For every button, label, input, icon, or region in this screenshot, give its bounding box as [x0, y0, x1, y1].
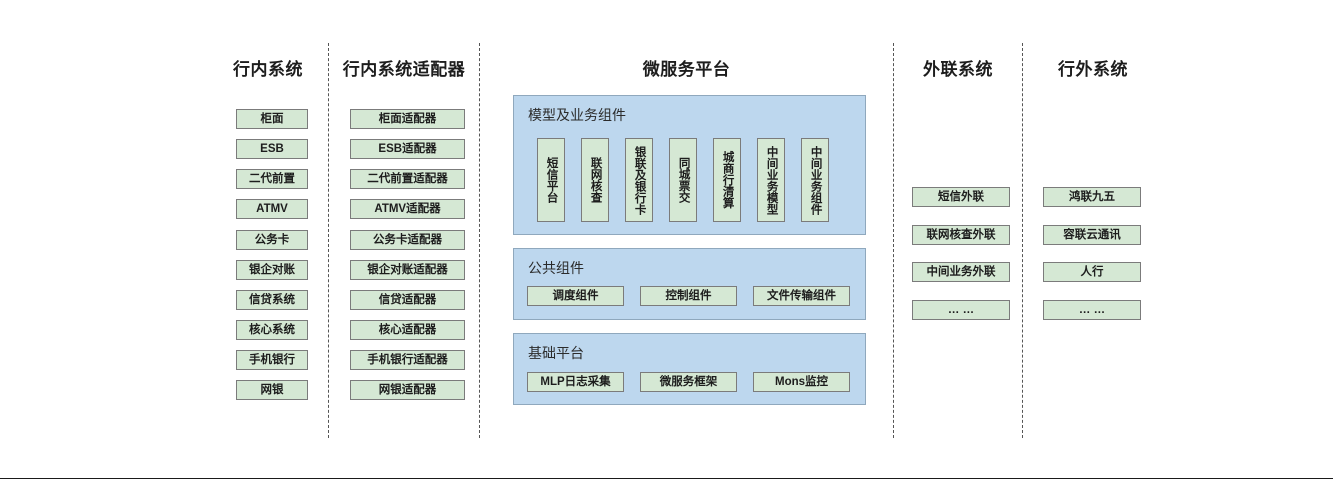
panel-title-model-business-components: 模型及业务组件 [528, 107, 626, 123]
node-internal-3[interactable]: ATMV [236, 199, 308, 219]
node-base-2[interactable]: Mons监控 [753, 372, 850, 392]
node-model-3[interactable]: 同城票交 [669, 138, 697, 222]
panel-title-base-platform: 基础平台 [528, 345, 584, 361]
node-external-0[interactable]: 短信外联 [912, 187, 1010, 207]
page-bottom-rule [0, 478, 1333, 479]
node-internal-0[interactable]: 柜面 [236, 109, 308, 129]
node-internal-4[interactable]: 公务卡 [236, 230, 308, 250]
node-internal-8[interactable]: 手机银行 [236, 350, 308, 370]
node-internal-9[interactable]: 网银 [236, 380, 308, 400]
node-internal-6[interactable]: 信贷系统 [236, 290, 308, 310]
column-title-platform: 微服务平台 [642, 60, 731, 79]
node-external-2[interactable]: 中间业务外联 [912, 262, 1010, 282]
node-adapter-4[interactable]: 公务卡适配器 [350, 230, 465, 250]
node-model-2[interactable]: 银联及银行卡 [625, 138, 653, 222]
node-adapter-6[interactable]: 信贷适配器 [350, 290, 465, 310]
node-offbank-2[interactable]: 人行 [1043, 262, 1141, 282]
node-internal-1[interactable]: ESB [236, 139, 308, 159]
divider-adapter-platform [479, 43, 480, 438]
column-title-internal: 行内系统 [233, 60, 303, 79]
node-adapter-1[interactable]: ESB适配器 [350, 139, 465, 159]
node-public-1[interactable]: 控制组件 [640, 286, 737, 306]
node-internal-2[interactable]: 二代前置 [236, 169, 308, 189]
node-offbank-1[interactable]: 容联云通讯 [1043, 225, 1141, 245]
divider-platform-external [893, 43, 894, 438]
node-adapter-8[interactable]: 手机银行适配器 [350, 350, 465, 370]
node-model-1[interactable]: 联网核查 [581, 138, 609, 222]
node-public-0[interactable]: 调度组件 [527, 286, 624, 306]
node-offbank-0[interactable]: 鸿联九五 [1043, 187, 1141, 207]
node-base-1[interactable]: 微服务框架 [640, 372, 737, 392]
divider-external-offbank [1022, 43, 1023, 438]
node-adapter-9[interactable]: 网银适配器 [350, 380, 465, 400]
column-title-external: 外联系统 [923, 60, 993, 79]
node-adapter-7[interactable]: 核心适配器 [350, 320, 465, 340]
node-public-2[interactable]: 文件传输组件 [753, 286, 850, 306]
node-internal-7[interactable]: 核心系统 [236, 320, 308, 340]
node-adapter-0[interactable]: 柜面适配器 [350, 109, 465, 129]
node-adapter-2[interactable]: 二代前置适配器 [350, 169, 465, 189]
node-offbank-3[interactable]: … … [1043, 300, 1141, 320]
node-model-4[interactable]: 城商行清算 [713, 138, 741, 222]
node-internal-5[interactable]: 银企对账 [236, 260, 308, 280]
panel-title-public-components: 公共组件 [528, 260, 584, 276]
node-model-6[interactable]: 中间业务组件 [801, 138, 829, 222]
node-model-5[interactable]: 中间业务模型 [757, 138, 785, 222]
node-adapter-3[interactable]: ATMV适配器 [350, 199, 465, 219]
divider-internal-adapter [328, 43, 329, 438]
node-external-1[interactable]: 联网核查外联 [912, 225, 1010, 245]
panel-base-platform: 基础平台 [513, 333, 866, 405]
column-title-offbank: 行外系统 [1058, 60, 1128, 79]
node-model-0[interactable]: 短信平台 [537, 138, 565, 222]
node-base-0[interactable]: MLP日志采集 [527, 372, 624, 392]
node-external-3[interactable]: … … [912, 300, 1010, 320]
panel-public-components: 公共组件 [513, 248, 866, 320]
node-adapter-5[interactable]: 银企对账适配器 [350, 260, 465, 280]
column-title-adapter: 行内系统适配器 [342, 60, 466, 79]
